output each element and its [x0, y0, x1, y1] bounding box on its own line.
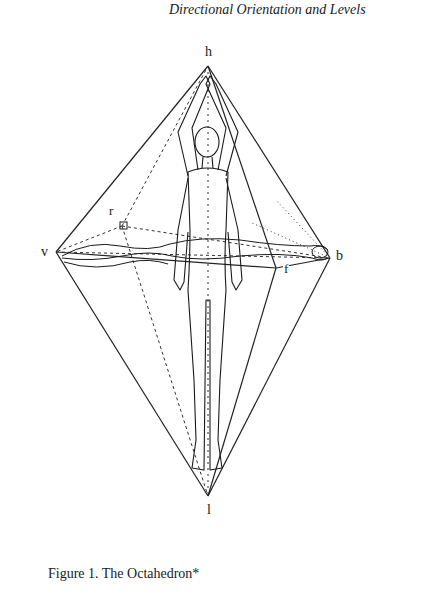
dotted-guide: [276, 200, 330, 258]
vertical-axis: [208, 66, 209, 496]
vertex-letter: l: [206, 502, 212, 517]
vertex-letter: v: [40, 244, 49, 259]
standing-figure: [174, 76, 242, 470]
dotted-guide: [250, 222, 330, 258]
reclining-figure: [62, 222, 328, 267]
hand-box: [120, 222, 127, 229]
vertex-letter: b: [335, 248, 344, 263]
vertex-letter: f: [283, 262, 289, 276]
vertex-letter: h: [204, 44, 213, 59]
vertex-letter: r: [108, 204, 114, 218]
running-header: Directional Orientation and Levels: [168, 2, 367, 17]
hidden-edge: [56, 226, 122, 252]
octahedron-edge: [56, 252, 208, 496]
hidden-edge: [122, 226, 208, 496]
figure-caption: Figure 1. The Octahedron*: [48, 566, 199, 581]
octahedron-edge: [56, 66, 208, 252]
